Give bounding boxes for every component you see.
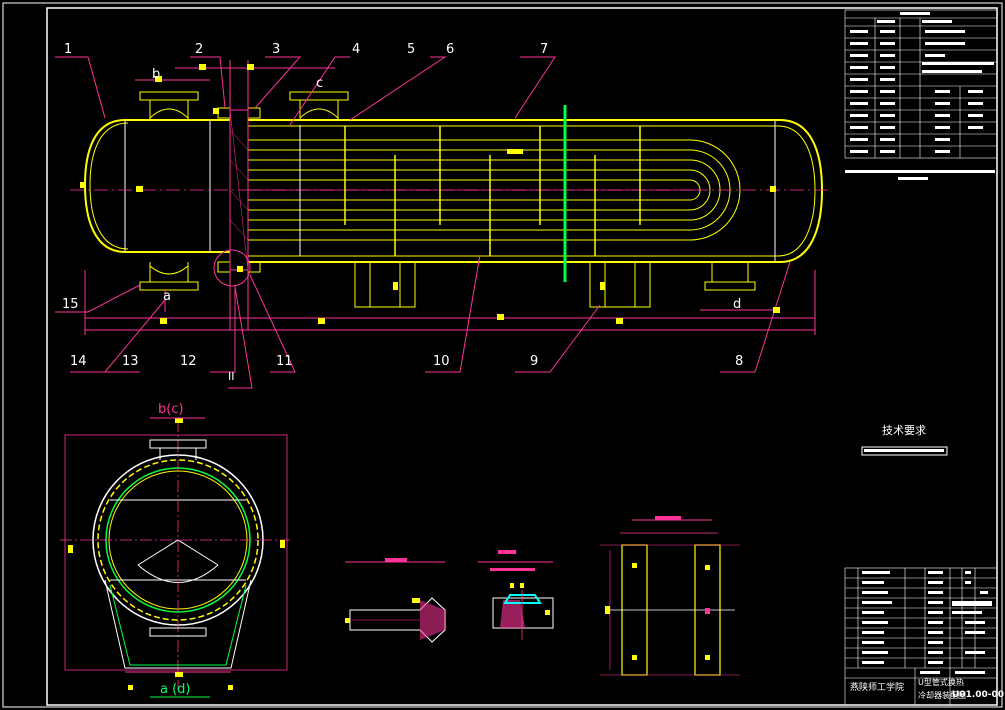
section-label-bottom: a (d) — [160, 682, 191, 697]
detail-view-2 — [478, 550, 554, 640]
nozzle-b-top — [139, 91, 199, 120]
design-parameter-table — [844, 9, 998, 159]
nozzle-d-bottom — [704, 262, 756, 291]
part-label-13: 13 — [122, 354, 139, 369]
baffles — [344, 126, 641, 256]
tube-bundle — [248, 139, 741, 241]
section-view: b(c) a (d) — [60, 402, 290, 698]
part-label-7: 7 — [540, 42, 548, 57]
title-block-school: 燕陕师工学院 — [850, 681, 904, 693]
part-label-10: 10 — [433, 354, 450, 369]
title-block — [844, 567, 998, 706]
detail-view-saddle-plan — [600, 516, 740, 676]
tech-requirements-text — [861, 446, 948, 456]
main-elevation-view: 1 2 3 4 5 6 7 8 9 10 11 12 13 14 15 b c … — [55, 42, 830, 389]
part-label-11: 11 — [276, 354, 293, 369]
table-footnote-bar — [845, 170, 995, 173]
part-number-labels: 1 2 3 4 5 6 7 8 9 10 11 12 13 14 15 b c … — [62, 42, 743, 383]
detail-view-1 — [345, 558, 446, 643]
title-block-text-blocks — [862, 571, 992, 674]
part-label-5: 5 — [407, 42, 415, 57]
title-block-drawing-number: U01.00-00 — [952, 690, 1004, 700]
right-head — [779, 119, 824, 263]
nozzle-label-a: a — [163, 289, 171, 304]
dimension-markers — [80, 64, 780, 324]
inner-frame — [46, 7, 998, 706]
left-head — [83, 119, 126, 253]
part-label-14: 14 — [70, 354, 87, 369]
part-label-4: 4 — [352, 42, 360, 57]
part-label-12: 12 — [180, 354, 197, 369]
nozzle-label-c: c — [316, 76, 323, 91]
nozzle-a-bottom — [139, 262, 199, 291]
nozzle-c-top — [289, 91, 349, 120]
title-block-name-2: 冷却器装配图 — [918, 690, 966, 700]
part-label-15: 15 — [62, 297, 79, 312]
dimension-lines — [55, 56, 816, 389]
tech-requirements-title: 技术要求 — [882, 424, 926, 437]
detail-label-ii: II — [228, 370, 235, 383]
part-label-6: 6 — [446, 42, 454, 57]
nozzle-label-b: b — [152, 67, 160, 82]
nozzle-label-d: d — [733, 297, 741, 312]
part-label-2: 2 — [195, 42, 203, 57]
part-label-8: 8 — [735, 354, 743, 369]
title-block-name-1: U型管式换热 — [918, 677, 964, 687]
saddle-supports — [354, 261, 651, 308]
part-label-3: 3 — [272, 42, 280, 57]
part-label-1: 1 — [64, 42, 72, 57]
part-label-9: 9 — [530, 354, 538, 369]
section-label-top: b(c) — [158, 402, 184, 417]
table-text-blocks — [850, 12, 994, 153]
